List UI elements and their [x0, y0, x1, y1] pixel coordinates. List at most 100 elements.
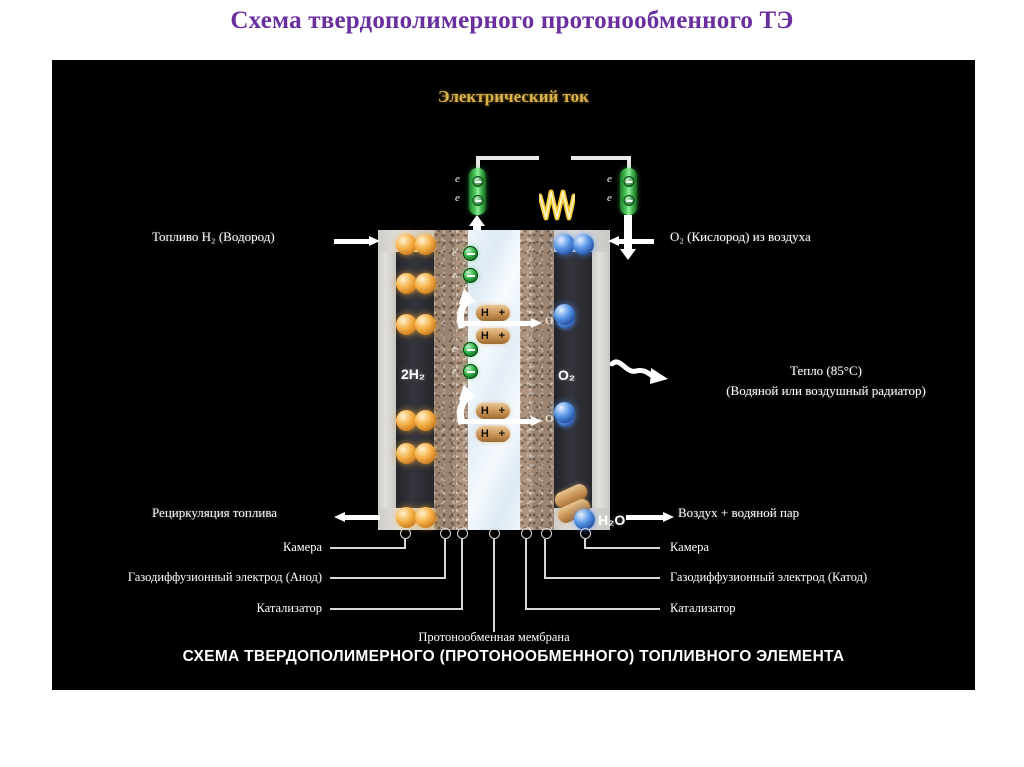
- leader-bullet: [440, 528, 451, 539]
- heat-line-1: Тепло (85°C): [790, 363, 862, 378]
- oxygen-inlet-label: O₂ (Кислород) из воздуха: [670, 229, 811, 244]
- cathode-gas-diffusion-electrode: [532, 230, 554, 530]
- proton-charge: +: [498, 330, 506, 342]
- leader-line: [444, 539, 446, 578]
- electron-minus-icon: [472, 195, 483, 206]
- proton-charge: +: [498, 428, 506, 440]
- legend-left-catalyst: Катализатор: [256, 601, 322, 615]
- air-outlet-arrow: [626, 512, 674, 523]
- hydrogen-molecule: [396, 234, 436, 255]
- leader-line: [525, 539, 527, 609]
- leader-bullet: [541, 528, 552, 539]
- proton-ion: H +: [476, 403, 510, 419]
- proton-exchange-membrane: [468, 230, 520, 530]
- electron-tag: e: [607, 192, 612, 204]
- cathode-terminal: [620, 168, 637, 215]
- leader-line: [584, 547, 660, 549]
- left-end-plate: [378, 230, 396, 530]
- leader-line: [525, 608, 660, 610]
- proton-symbol: H: [480, 307, 489, 319]
- legend-right-chamber: Камера: [670, 540, 709, 554]
- oxygen-molecule: [554, 234, 594, 255]
- circuit-wire-right-horizontal: [571, 156, 631, 160]
- hydrogen-formula-label: 2H₂: [401, 366, 426, 382]
- heat-line-2: (Водяной или воздушный радиатор): [726, 383, 926, 398]
- electron-tag: e: [452, 366, 457, 377]
- proton-charge: +: [498, 405, 506, 417]
- proton-symbol: H: [480, 428, 489, 440]
- electron-tag: e: [452, 270, 457, 281]
- electric-current-label: Электрический ток: [438, 87, 589, 106]
- page-title: Схема твердополимерного протонообменного…: [230, 7, 794, 34]
- hydrogen-molecule: [396, 507, 436, 528]
- leader-bullet: [521, 528, 532, 539]
- leader-line: [330, 608, 463, 610]
- legend-right-electrode: Газодиффузионный электрод (Катод): [670, 570, 868, 584]
- leader-line: [330, 577, 446, 579]
- cathode-catalyst-layer: [520, 230, 532, 530]
- electron-particle: [463, 246, 478, 261]
- leader-line: [461, 539, 463, 609]
- heat-output-label: Тепло (85°C) (Водяной или воздушный ради…: [676, 361, 975, 401]
- oxide-tag: O: [545, 315, 554, 327]
- water-formula-label: H₂O: [598, 512, 626, 528]
- hydrogen-molecule: [396, 314, 436, 335]
- electron-particle: [463, 268, 478, 283]
- anode-gas-diffusion-electrode: [434, 230, 456, 530]
- oxygen-molecule: [554, 304, 576, 325]
- fuel-cell-stack: 2H₂ e e e e H +: [52, 60, 975, 690]
- fuel-recirculation-label: Рециркуляция топлива: [152, 505, 278, 520]
- hydrogen-molecule: [396, 273, 436, 294]
- fuel-recirculation-arrow: [334, 512, 380, 523]
- legend-membrane: Протонообменная мембрана: [418, 630, 570, 644]
- electron-tag: e: [607, 173, 612, 185]
- circuit-wire-left-horizontal: [476, 156, 539, 160]
- circuit-wire-right-vertical: [627, 156, 631, 170]
- circuit-wire-left-vertical: [476, 156, 480, 170]
- leader-line: [544, 539, 546, 578]
- legend-right-catalyst: Катализатор: [670, 601, 736, 615]
- proton-transport-arrow: [460, 318, 542, 329]
- load-lightning-icon: [539, 189, 575, 221]
- leader-bullet: [580, 528, 591, 539]
- proton-charge: +: [498, 307, 506, 319]
- proton-ion: H +: [476, 305, 510, 321]
- diagram-panel: Электрический ток e e e e: [52, 60, 975, 690]
- hydrogen-molecule: [396, 410, 436, 431]
- leader-line: [404, 539, 406, 549]
- electron-tag: e: [452, 344, 457, 355]
- anode-terminal: [469, 168, 486, 215]
- legend-left-electrode: Газодиффузионный электрод (Анод): [127, 570, 322, 584]
- proton-symbol: H: [480, 405, 489, 417]
- fuel-inlet-label: Топливо H₂ (Водород): [152, 229, 275, 244]
- electron-particle: [463, 342, 478, 357]
- leader-bullet: [457, 528, 468, 539]
- air-outlet-label: Воздух + водяной пар: [678, 505, 800, 520]
- electron-tag: e: [455, 173, 460, 185]
- electron-tag: e: [455, 192, 460, 204]
- fuel-inlet-arrow: [334, 236, 380, 247]
- oxygen-formula-label: O₂: [558, 367, 576, 383]
- electron-minus-icon: [623, 176, 634, 187]
- oxygen-molecule: [554, 402, 576, 423]
- proton-ion: H +: [476, 328, 510, 344]
- leader-bullet: [400, 528, 411, 539]
- leader-line: [330, 547, 406, 549]
- proton-transport-arrow: [460, 416, 542, 427]
- electron-flow-down-arrow: [620, 215, 636, 260]
- electron-minus-icon: [472, 176, 483, 187]
- leader-line: [544, 577, 660, 579]
- oxide-tag: O: [545, 413, 554, 425]
- leader-line: [584, 539, 586, 549]
- proton-symbol: H: [480, 330, 489, 342]
- diagram-caption: СХЕМА ТВЕРДОПОЛИМЕРНОГО (ПРОТОНООБМЕННОГ…: [182, 648, 845, 665]
- right-end-plate: [592, 230, 610, 530]
- cathode-chamber: [554, 230, 592, 530]
- oxygen-inlet-arrow: [608, 236, 654, 247]
- heat-wavy-arrow: [610, 359, 668, 384]
- water-oxygen: [574, 509, 596, 530]
- legend-left-chamber: Камера: [283, 540, 322, 554]
- electron-particle: [463, 364, 478, 379]
- leader-bullet: [489, 528, 500, 539]
